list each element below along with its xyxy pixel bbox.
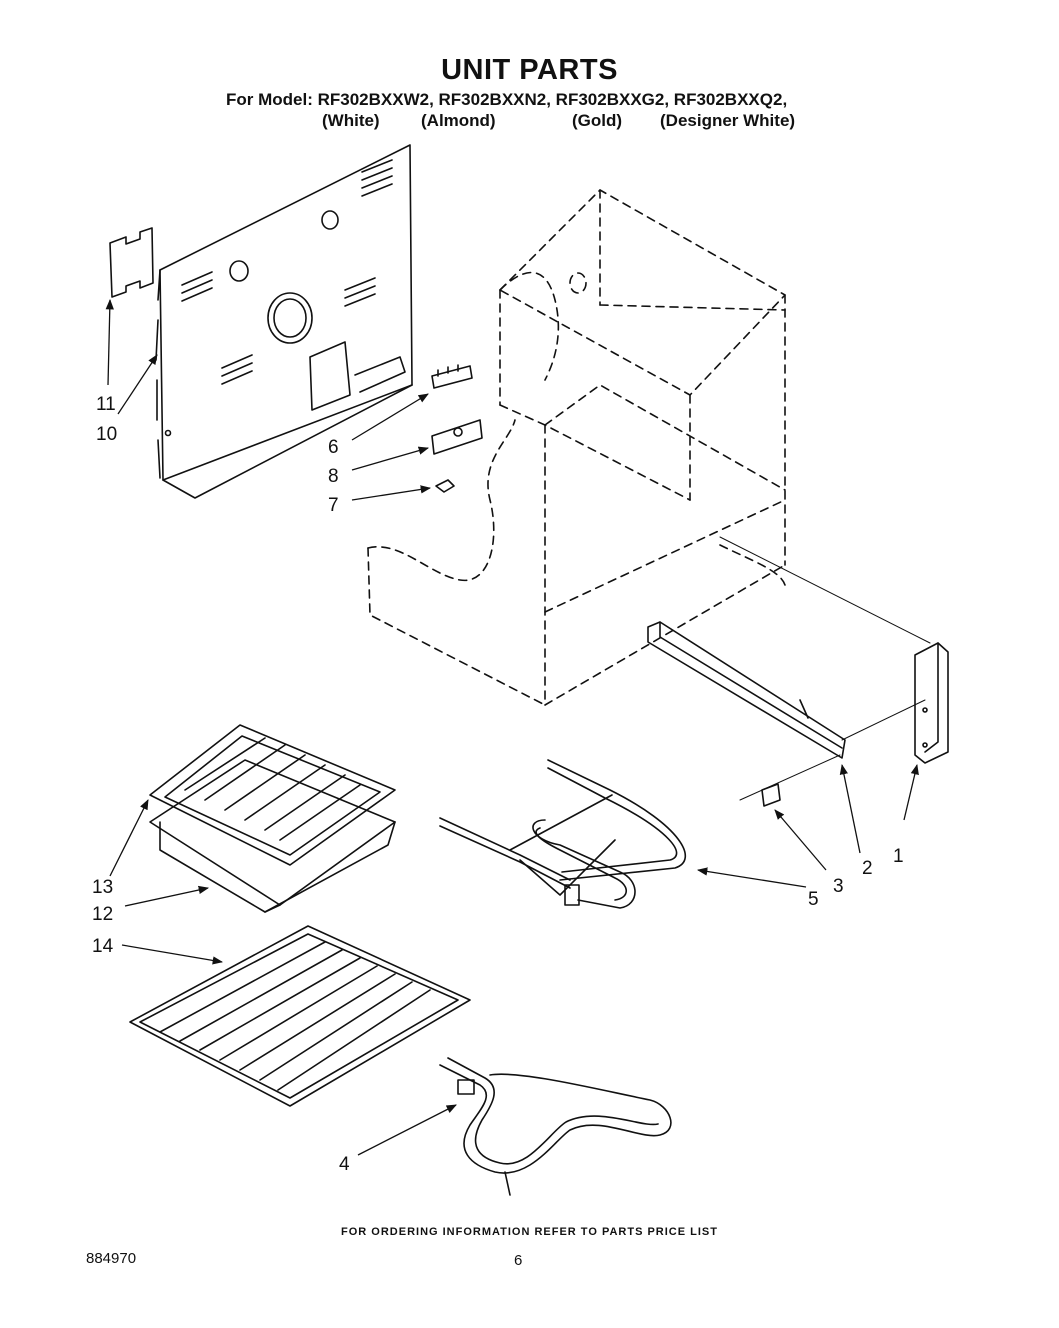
callout-6: 6 xyxy=(328,437,339,458)
ordering-note: FOR ORDERING INFORMATION REFER TO PARTS … xyxy=(341,1226,718,1238)
leader-14 xyxy=(121,944,224,965)
side-trim-part xyxy=(914,642,949,764)
trim-rail-part xyxy=(647,621,846,759)
page-title: UNIT PARTS xyxy=(441,54,618,86)
broil-element-part xyxy=(439,759,686,909)
model-list: For Model: RF302BXXW2, RF302BXXN2, RF302… xyxy=(226,90,788,109)
callout-7: 7 xyxy=(328,495,339,516)
callout-13: 13 xyxy=(92,877,113,898)
leader-8 xyxy=(351,446,429,471)
leader-7 xyxy=(351,485,432,501)
bracket-part xyxy=(431,419,483,455)
callout-8: 8 xyxy=(328,466,339,487)
leader-13 xyxy=(109,799,149,877)
leader-2 xyxy=(839,763,861,854)
callout-3: 3 xyxy=(833,876,844,897)
leader-6 xyxy=(351,393,429,441)
callout-1: 1 xyxy=(893,846,904,867)
oven-rack-part xyxy=(129,925,471,1107)
broiler-grid-part xyxy=(149,724,396,866)
leader-5 xyxy=(696,867,807,888)
callout-5: 5 xyxy=(808,889,819,910)
broiler-pan-part xyxy=(149,759,396,913)
leader-3 xyxy=(774,809,827,871)
callout-4: 4 xyxy=(339,1154,350,1175)
color-white: (White) xyxy=(322,111,380,130)
color-gold: (Gold) xyxy=(572,111,623,130)
callout-14: 14 xyxy=(92,936,114,957)
color-almond: (Almond) xyxy=(421,111,496,130)
terminal-block-part xyxy=(431,364,473,389)
bake-element-part xyxy=(439,1057,672,1196)
clip-part xyxy=(761,783,781,807)
cover-plate-part xyxy=(109,227,154,298)
leader-11 xyxy=(105,298,114,386)
clip-small-part xyxy=(435,479,455,493)
document-number: 884970 xyxy=(86,1250,137,1267)
color-designer-white: (Designer White) xyxy=(660,111,796,130)
leader-10 xyxy=(117,354,158,415)
oven-cavity-outline xyxy=(367,189,786,706)
callout-11: 11 xyxy=(96,394,116,415)
callout-2: 2 xyxy=(862,858,873,879)
back-panel-part xyxy=(155,144,413,499)
callout-10: 10 xyxy=(96,424,117,445)
page-number: 6 xyxy=(514,1252,523,1269)
leader-4 xyxy=(357,1104,457,1156)
leader-1 xyxy=(903,763,919,821)
leader-12 xyxy=(124,885,210,907)
callout-12: 12 xyxy=(92,904,113,925)
